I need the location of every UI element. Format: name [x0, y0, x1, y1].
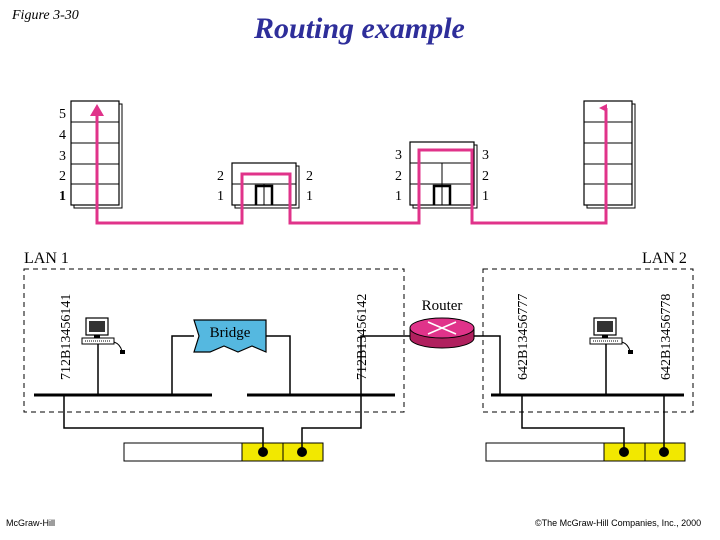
router-stack: 3 2 1 3 2 1: [395, 141, 489, 209]
lan1-frame: [63, 395, 362, 462]
footer-copyright: ©The McGraw-Hill Companies, Inc., 2000: [535, 518, 702, 528]
lan2-host-address: 642B13456778: [659, 294, 674, 380]
layer-number: 1: [59, 189, 66, 204]
lan2-router-side-address: 642B13456777: [516, 294, 531, 380]
layer-number: 2: [59, 169, 66, 184]
data-path-line: [95, 104, 608, 225]
layer-number: 2: [306, 169, 313, 184]
lan1-host-address: 712B13456141: [59, 294, 74, 380]
layer-number: 1: [482, 189, 489, 204]
layer-number: 2: [482, 169, 489, 184]
footer-publisher: McGraw-Hill: [6, 518, 55, 528]
router-label: Router: [422, 298, 463, 314]
left-host-stack: 5 4 3 2 1: [59, 100, 123, 209]
computer-icon: [81, 317, 125, 354]
layer-number: 2: [395, 169, 402, 184]
lan1-label: LAN 1: [24, 250, 69, 267]
layer-number: 4: [59, 128, 66, 143]
layer-number: 2: [217, 169, 224, 184]
layer-number: 3: [482, 148, 489, 163]
layer-number: 1: [217, 189, 224, 204]
layer-number: 1: [395, 189, 402, 204]
layer-number: 3: [59, 149, 66, 164]
computer-icon: [589, 317, 633, 354]
figure-label: Figure 3-30: [12, 8, 79, 23]
arrow-up-icon: [90, 104, 104, 116]
lan1-bridge-side-address: 712B13456142: [355, 294, 370, 380]
layer-number: 3: [395, 148, 402, 163]
lan1-boundary: [23, 268, 405, 413]
lan2-label: LAN 2: [642, 250, 687, 267]
layer-number: 1: [306, 189, 313, 204]
lan2-frame: [485, 395, 686, 462]
right-host-stack: [583, 100, 636, 209]
layer-number: 5: [59, 107, 66, 122]
page-title: Routing example: [254, 12, 465, 45]
router-inner-path: [432, 184, 452, 205]
bridge-inner-path: [254, 184, 274, 205]
lan2-boundary: [482, 268, 694, 413]
bridge-device: Bridge: [171, 319, 291, 395]
router-device: Router: [360, 298, 501, 395]
bridge-label: Bridge: [210, 325, 251, 341]
